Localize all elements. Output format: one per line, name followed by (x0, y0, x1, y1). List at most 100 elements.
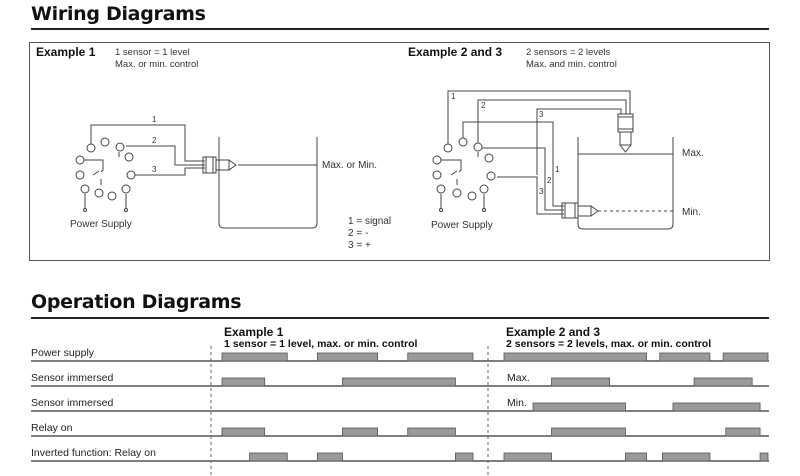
pin-8 (484, 153, 494, 163)
legend-plus: 3 = + (348, 240, 371, 251)
pin-9 (486, 171, 496, 181)
example1-title: Example 1 (36, 45, 96, 59)
wire-top-2 (477, 99, 627, 146)
timing-pulse-example23-row4 (625, 452, 647, 462)
relay-socket-pins-2 (432, 137, 496, 212)
row-label-power-supply: Power supply (31, 347, 95, 359)
wire-top-label-3: 3 (539, 110, 544, 119)
timing-pulse-example23-row4 (503, 452, 552, 462)
timing-pulse-example23-row3 (551, 427, 626, 437)
legend-minus: 2 = - (348, 228, 368, 239)
row-label-relay-on: Relay on (31, 422, 73, 434)
pin-7 (473, 142, 483, 152)
tank-outline (218, 137, 318, 229)
row-label-sensor-immersed-1: Sensor immersed (31, 372, 114, 384)
pin-6 (458, 137, 468, 147)
timing-pulse-example23-row0 (722, 352, 769, 362)
power-supply-label-2: Power Supply (431, 220, 493, 231)
pin-1 (94, 188, 104, 198)
wire-bottom-1 (462, 121, 564, 207)
max-label: Max. (682, 148, 704, 159)
pin-1 (452, 188, 462, 198)
min-label: Min. (682, 207, 701, 218)
pin-4 (432, 155, 442, 165)
timing-pulse-example23-row3 (725, 427, 761, 437)
tank-outline (577, 137, 674, 230)
power-terminal (83, 208, 87, 212)
wire-side-label-3: 3 (539, 187, 544, 196)
wire-side-label-1: 1 (555, 165, 560, 174)
power-terminal (439, 208, 443, 212)
power-terminal (124, 208, 128, 212)
pin-7 (115, 142, 125, 152)
example1-wiring-schematic: 1 2 3 Max. or Min. Power Supply 1 = sign… (70, 115, 391, 251)
timing-pulse-example23-row0 (503, 352, 647, 362)
wire-label-3: 3 (152, 165, 157, 174)
op-example1-title: Example 1 (224, 325, 284, 339)
wire-top-3 (536, 108, 622, 175)
wire-2 (126, 145, 205, 166)
op-example23-subtitle: 2 sensors = 2 levels, max. or min. contr… (506, 338, 712, 350)
timing-pulse-example23-row1 (551, 377, 611, 387)
pin-3 (75, 170, 85, 180)
wire-bottom-3 (497, 176, 564, 215)
timing-pulse-example23-row2 (672, 402, 761, 412)
timing-pulse-example23-row0 (659, 352, 711, 362)
example23-title: Example 2 and 3 (408, 45, 503, 59)
wire-side-label-2: 2 (547, 176, 552, 185)
wire-1 (90, 124, 205, 162)
pin-2 (80, 184, 90, 194)
pin-2 (436, 184, 446, 194)
row-tag-max: Max. (507, 372, 530, 384)
wire-label-1: 1 (152, 115, 157, 124)
timing-pulse-example1-row0 (316, 352, 379, 362)
pin-10 (121, 184, 131, 194)
pin-9 (126, 170, 136, 180)
relay-socket-pins (75, 137, 136, 212)
power-terminal (482, 208, 486, 212)
pin-11 (467, 191, 477, 201)
op-example23-title: Example 2 and 3 (506, 325, 601, 339)
operation-diagrams-heading: Operation Diagrams (31, 291, 242, 313)
pin-10 (479, 184, 489, 194)
example23-subtitle: 2 sensors = 2 levels Max. and min. contr… (526, 47, 617, 70)
timing-pulse-example23-row1 (693, 377, 753, 387)
row-label-sensor-immersed-2: Sensor immersed (31, 397, 114, 409)
row-tag-min: Min. (507, 397, 527, 409)
pin-5 (443, 143, 453, 153)
wire-bottom-2 (478, 147, 564, 211)
pin-11 (107, 191, 117, 201)
timing-pulse-example1-row3 (342, 427, 379, 437)
pin-6 (100, 137, 110, 147)
timing-pulse-example1-row1 (221, 377, 266, 387)
heading-rule (31, 28, 769, 30)
wire-label-2: 2 (152, 136, 157, 145)
pin-8 (124, 152, 134, 162)
level-label: Max. or Min. (322, 160, 377, 171)
pin-5 (86, 143, 96, 153)
wire-top-1 (447, 90, 631, 146)
heading-rule (31, 317, 769, 319)
op-example1-subtitle: 1 sensor = 1 level, max. or min. control (224, 338, 418, 350)
timing-pulse-example1-row4 (455, 452, 474, 462)
legend-signal: 1 = signal (348, 216, 391, 227)
wire-top-label-1: 1 (451, 92, 456, 101)
pin-4 (75, 155, 85, 165)
wire-3 (135, 167, 205, 176)
example23-wiring-schematic: 1 2 3 1 2 3 Max. Min. Power Supply (431, 90, 704, 231)
wiring-panel (29, 42, 770, 261)
timing-pulse-example23-row4 (662, 452, 711, 462)
timing-pulse-example1-row1 (342, 377, 456, 387)
timing-pulse-example1-row4 (249, 452, 288, 462)
timing-pulse-example1-row4 (316, 452, 343, 462)
example1-subtitle: 1 sensor = 1 level Max. or min. control (115, 47, 199, 70)
power-supply-label-1: Power Supply (70, 219, 132, 230)
timing-pulse-example1-row0 (221, 352, 288, 362)
timing-pulse-example23-row2 (532, 402, 626, 412)
timing-pulse-example1-row3 (221, 427, 266, 437)
timing-pulse-example1-row0 (407, 352, 474, 362)
row-label-inverted-relay: Inverted function: Relay on (31, 447, 156, 459)
pin-3 (432, 170, 442, 180)
wire-top-label-2: 2 (481, 101, 486, 110)
